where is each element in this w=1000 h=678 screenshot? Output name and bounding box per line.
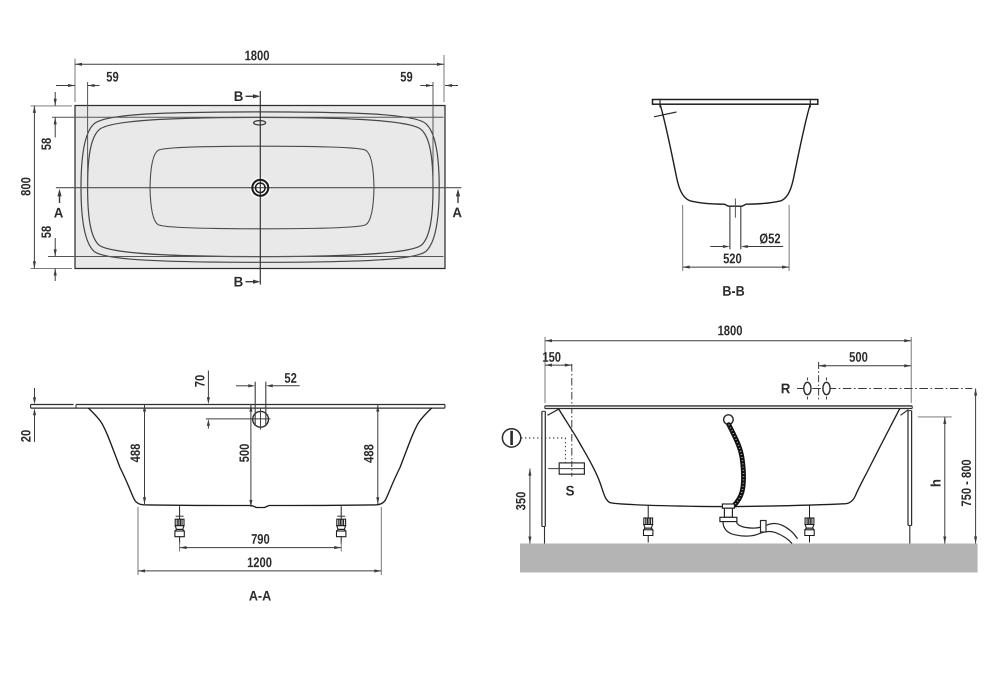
svg-text:520: 520 [723, 251, 742, 266]
svg-text:S: S [566, 483, 575, 498]
svg-text:790: 790 [251, 532, 270, 547]
svg-text:52: 52 [284, 371, 296, 386]
svg-text:500: 500 [849, 350, 868, 365]
svg-text:B-B: B-B [722, 283, 744, 299]
svg-text:58: 58 [39, 226, 54, 238]
svg-text:150: 150 [542, 350, 561, 365]
svg-text:500: 500 [237, 444, 252, 463]
svg-text:750 - 800: 750 - 800 [959, 459, 974, 506]
svg-text:350: 350 [514, 492, 529, 511]
svg-text:A: A [54, 205, 64, 220]
svg-text:59: 59 [400, 69, 412, 84]
svg-text:58: 58 [39, 138, 54, 150]
svg-text:59: 59 [106, 69, 118, 84]
svg-text:Ø52: Ø52 [759, 231, 780, 246]
svg-text:1800: 1800 [245, 48, 270, 63]
svg-text:488: 488 [128, 444, 143, 463]
svg-text:A-A: A-A [249, 588, 272, 604]
svg-text:800: 800 [18, 177, 33, 196]
svg-text:A: A [452, 205, 462, 220]
svg-text:1800: 1800 [718, 323, 743, 338]
svg-text:h: h [928, 479, 943, 487]
svg-text:B: B [234, 274, 244, 289]
svg-text:70: 70 [192, 375, 207, 387]
svg-text:488: 488 [361, 444, 376, 463]
svg-text:R: R [781, 381, 791, 396]
svg-text:B: B [234, 89, 244, 104]
svg-text:20: 20 [18, 430, 33, 442]
svg-text:1200: 1200 [247, 555, 272, 570]
